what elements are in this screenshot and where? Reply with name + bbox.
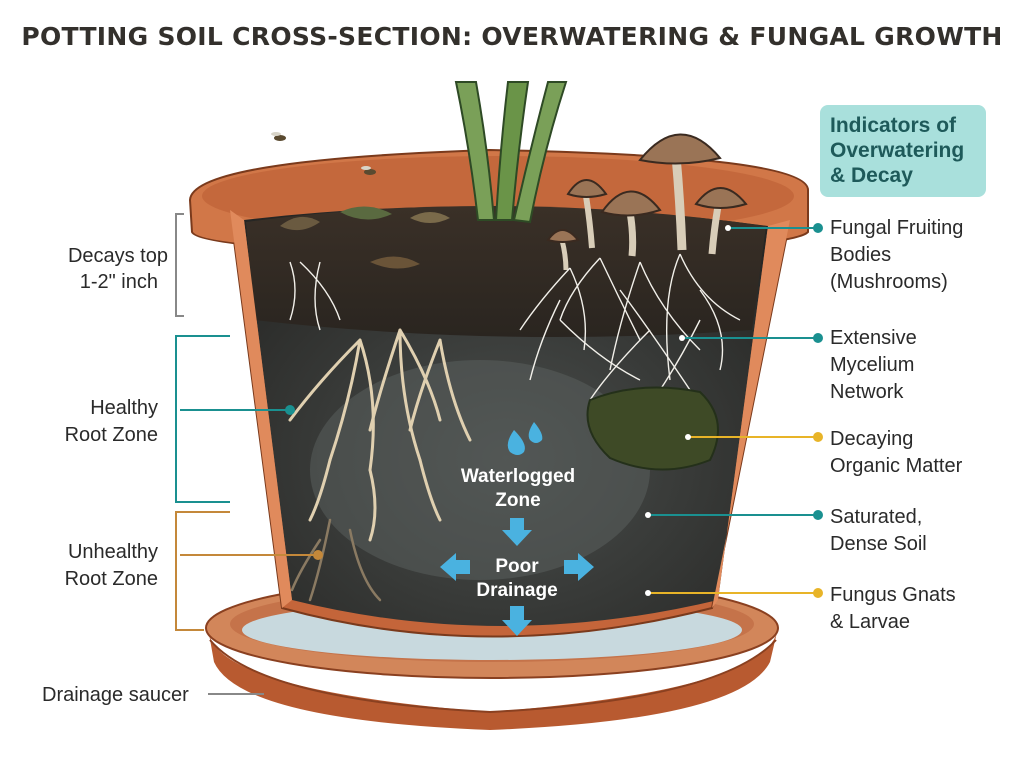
decay-top-layer (246, 205, 766, 338)
arrow-left (440, 553, 470, 581)
healthy-zone-bracket (175, 335, 230, 503)
svg-text:Root Zone: Root Zone (65, 568, 158, 590)
svg-text:Network: Network (830, 381, 904, 403)
indicator-title-line: Overwatering (830, 139, 965, 162)
svg-text:Root Zone: Root Zone (65, 424, 158, 446)
indicators-legend-box: Indicators of Overwatering & Decay (820, 105, 986, 197)
plant-stems (454, 81, 568, 224)
unhealthy-zone-bracket (175, 511, 230, 631)
drainage-arrows (440, 518, 594, 636)
label-healthy-root-zone: Healthy Root Zone (65, 397, 158, 446)
svg-text:Organic Matter: Organic Matter (830, 455, 963, 477)
svg-text:& Larvae: & Larvae (830, 611, 910, 633)
mushrooms (546, 133, 748, 271)
svg-text:Decays top: Decays top (68, 245, 168, 267)
svg-text:Unhealthy: Unhealthy (68, 541, 158, 563)
page-title: POTTING SOIL CROSS-SECTION: OVERWATERING… (21, 22, 1003, 51)
indicator-title-line: & Decay (830, 164, 913, 187)
svg-text:(Mushrooms): (Mushrooms) (830, 271, 948, 293)
healthy-roots (288, 328, 472, 542)
surface-debris (280, 206, 450, 269)
left-brackets (175, 213, 230, 631)
svg-text:Waterlogged: Waterlogged (461, 466, 575, 487)
svg-text:1-2" inch: 1-2" inch (80, 271, 158, 293)
svg-text:Poor: Poor (495, 556, 539, 577)
svg-text:Dense Soil: Dense Soil (830, 533, 927, 555)
arrow-right (564, 553, 594, 581)
label-drainage-saucer: Drainage saucer (42, 684, 189, 706)
label-decaying-organic-matter: Decaying Organic Matter (830, 428, 963, 477)
label-fungus-gnats: Fungus Gnats & Larvae (830, 584, 956, 633)
svg-text:Zone: Zone (495, 490, 540, 511)
arrow-down-upper (502, 518, 532, 546)
right-leaders (645, 223, 823, 598)
svg-text:Decaying: Decaying (830, 428, 913, 450)
indicator-title-line: Indicators of (830, 114, 957, 137)
unhealthy-roots (290, 518, 382, 602)
arrow-down-lower (502, 606, 532, 636)
label-decays-top: Decays top 1-2" inch (68, 245, 168, 293)
label-saturated-soil: Saturated, Dense Soil (830, 506, 927, 555)
label-poor-drainage: Poor Drainage (476, 556, 557, 601)
svg-text:Fungus Gnats: Fungus Gnats (830, 584, 956, 606)
svg-text:Bodies: Bodies (830, 244, 891, 266)
svg-text:Saturated,: Saturated, (830, 506, 922, 528)
water-drops (507, 422, 543, 455)
svg-text:Fungal Fruiting: Fungal Fruiting (830, 217, 963, 239)
decays-top-bracket (175, 213, 184, 317)
label-fungal-fruiting-bodies: Fungal Fruiting Bodies (Mushrooms) (830, 217, 963, 293)
svg-text:Drainage: Drainage (476, 580, 557, 601)
svg-text:Extensive: Extensive (830, 327, 917, 349)
decaying-organic-matter (586, 386, 719, 471)
waterlogged-area (310, 360, 650, 580)
mycelium-network (289, 253, 741, 401)
label-mycelium-network: Extensive Mycelium Network (830, 327, 917, 403)
svg-text:Mycelium: Mycelium (830, 354, 914, 376)
label-waterlogged-zone: Waterlogged Zone (461, 466, 575, 511)
label-unhealthy-root-zone: Unhealthy Root Zone (65, 541, 158, 590)
fungus-gnats (271, 132, 376, 175)
svg-text:Healthy: Healthy (90, 397, 158, 419)
